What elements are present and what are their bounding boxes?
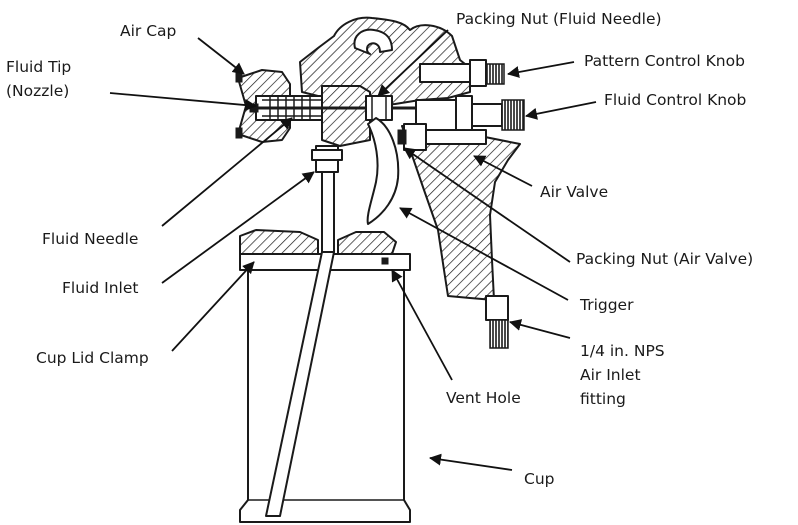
vent-hole-shape [381, 257, 389, 265]
label-fluid-inlet: Fluid Inlet [62, 279, 138, 297]
leader-air-inlet [509, 319, 571, 339]
label-fluid-tip-line1: Fluid Tip [6, 58, 71, 76]
label-fluid-control-knob: Fluid Control Knob [604, 91, 746, 109]
air-inlet-fitting-shape [489, 319, 509, 349]
leader-air-cap [197, 37, 245, 75]
label-cup: Cup [524, 470, 555, 488]
leader-fluid-needle [161, 117, 293, 227]
label-fluid-tip-line2: (Nozzle) [6, 82, 69, 100]
label-packing-nut-air-valve: Packing Nut (Air Valve) [576, 250, 753, 268]
leader-vent-hole [391, 269, 453, 381]
siphon-tube [265, 251, 335, 517]
leader-cup-lid-clamp [171, 261, 255, 352]
leader-trigger [399, 207, 569, 301]
trigger-shape [366, 117, 400, 225]
leader-fluid-control-knob [525, 101, 597, 120]
leader-packing-nut-fluid-needle [377, 29, 449, 97]
label-cup-lid-clamp: Cup Lid Clamp [36, 349, 149, 367]
leader-packing-nut-air-valve [403, 147, 571, 263]
label-air-inlet-line1: 1/4 in. NPS [580, 342, 665, 360]
labels: Air Cap Fluid Tip (Nozzle) Packing Nut (… [6, 10, 753, 488]
label-air-inlet-line3: fitting [580, 390, 626, 408]
spray-gun-drawing [235, 16, 525, 523]
gun-body-upper [299, 16, 471, 107]
leader-fluid-inlet [161, 171, 315, 284]
air-cap-front [235, 71, 243, 83]
leader-fluid-tip [109, 92, 257, 112]
air-valve-shape [403, 123, 427, 151]
cup-shape [239, 269, 411, 523]
pattern-control-knob-shape [485, 63, 505, 85]
label-vent-hole: Vent Hole [446, 389, 521, 407]
fluid-inlet-tube [321, 171, 335, 253]
leader-cup [429, 453, 513, 471]
gun-head [321, 85, 371, 147]
fluid-control-knob-shape [501, 99, 525, 131]
label-air-cap: Air Cap [120, 22, 176, 40]
air-inlet-tube [485, 295, 509, 321]
cup-lid-clamp-shape [239, 229, 319, 255]
label-packing-nut-fluid-needle: Packing Nut (Fluid Needle) [456, 10, 662, 28]
leader-lines [109, 29, 597, 471]
gun-handle [401, 125, 521, 301]
label-air-valve: Air Valve [540, 183, 608, 201]
label-fluid-needle: Fluid Needle [42, 230, 138, 248]
air-cap-front-lower [235, 127, 243, 139]
packing-nut-fluid-needle-shape [365, 95, 393, 121]
leader-pattern-control-knob [507, 61, 575, 78]
leader-air-valve [473, 155, 533, 187]
label-pattern-control-knob: Pattern Control Knob [584, 52, 745, 70]
gun-hook [353, 28, 393, 55]
label-trigger: Trigger [579, 296, 634, 314]
label-air-inlet-line2: Air Inlet [580, 366, 641, 384]
